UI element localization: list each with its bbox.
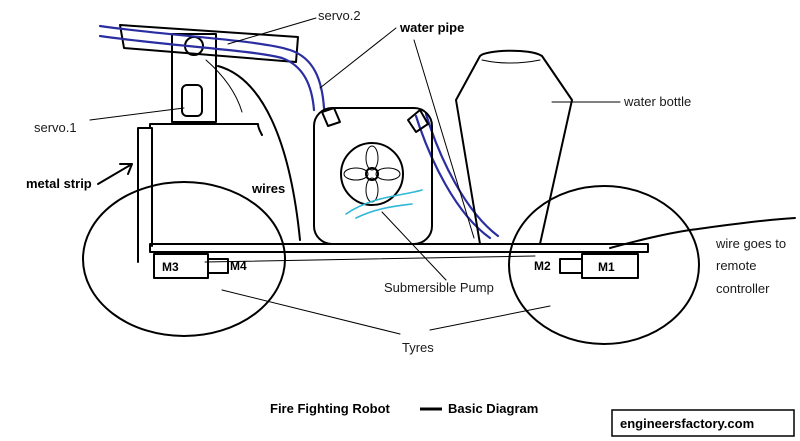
submersible-pump: [313, 107, 433, 245]
leader-servo2: [227, 17, 317, 45]
front-tyre: [508, 185, 700, 345]
label-m1: M1: [598, 260, 615, 274]
fan-icon: [343, 145, 401, 203]
label-servo1: servo.1: [34, 120, 77, 135]
servo1-body: [171, 33, 217, 123]
pump-nozzle-right: [407, 109, 429, 133]
leader-tyres-left: [221, 289, 401, 335]
platform-underline: [204, 255, 536, 263]
water-pipe-lower: [98, 34, 316, 112]
water-pipe-upper: [98, 24, 326, 110]
label-wire-goes-to-3: controller: [716, 281, 770, 296]
metal-strip: [137, 127, 153, 263]
rear-tyre: [82, 181, 286, 337]
arrow-metal-strip: [97, 163, 133, 185]
label-m3: M3: [162, 260, 179, 274]
base-platform: [149, 243, 649, 253]
water-flow: [345, 189, 423, 219]
label-wires: wires: [251, 181, 285, 196]
watermark-text: engineersfactory.com: [620, 416, 754, 431]
watermark-box: [611, 409, 795, 437]
label-submersible-pump: Submersible Pump: [384, 280, 494, 295]
leader-water-pipe-2: [413, 39, 475, 239]
motor-m2-shaft: [559, 258, 583, 274]
label-tyres: Tyres: [402, 340, 434, 355]
label-wire-goes-to-1: wire goes to: [715, 236, 786, 251]
motor-m4-shaft: [207, 258, 229, 274]
water-pipe-right: [414, 112, 500, 240]
caption-title: Fire Fighting Robot: [270, 401, 391, 416]
water-bottle: [455, 49, 573, 245]
label-wire-goes-to-2: remote: [716, 258, 756, 273]
label-m2: M2: [534, 259, 551, 273]
servo1-housing: [149, 123, 263, 136]
label-water-pipe: water pipe: [399, 20, 464, 35]
servo2-bracket: [205, 59, 243, 113]
leader-tyres-right: [429, 305, 551, 331]
leader-pump: [381, 211, 447, 281]
pump-nozzle-left: [321, 107, 341, 127]
caption-subtitle: Basic Diagram: [448, 401, 538, 416]
motor-m1: [581, 253, 639, 279]
leader-water-pipe: [319, 27, 397, 89]
servo1-motor: [181, 84, 203, 117]
bottle-neck: [481, 59, 541, 64]
remote-wire: [609, 217, 796, 249]
pump-fan-housing: [340, 142, 404, 206]
label-m4: M4: [230, 259, 247, 273]
leader-servo1: [89, 107, 185, 121]
label-servo2: servo.2: [318, 8, 361, 23]
label-metal-strip: metal strip: [26, 176, 92, 191]
wire-curve: [217, 65, 301, 241]
label-water-bottle: water bottle: [623, 94, 691, 109]
servo2-arm: [119, 24, 299, 63]
